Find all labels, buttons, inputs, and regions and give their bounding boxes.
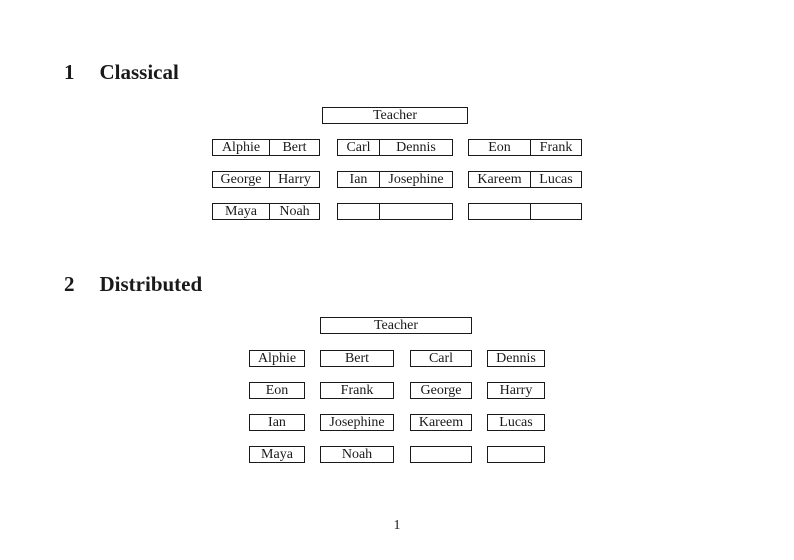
seat-cell: Maya bbox=[261, 447, 293, 462]
seat-cell: Eon bbox=[265, 383, 289, 398]
seat-cell: Noah bbox=[279, 204, 310, 219]
seat-cell bbox=[380, 204, 452, 219]
seat-cell bbox=[411, 447, 471, 462]
seat-cell: Alphie bbox=[257, 351, 297, 366]
seat-cell: Ian bbox=[268, 415, 286, 430]
double-desk: George Harry bbox=[212, 171, 320, 188]
seat-cell: George bbox=[213, 172, 270, 187]
double-desk-empty bbox=[337, 203, 453, 220]
seat-cell: Carl bbox=[338, 140, 380, 155]
single-desk: Alphie bbox=[249, 350, 305, 367]
seat-cell: Lucas bbox=[539, 172, 573, 187]
single-desk: Dennis bbox=[487, 350, 545, 367]
seat-cell: Carl bbox=[428, 351, 454, 366]
seat-cell bbox=[469, 204, 531, 219]
seat-cell: Bert bbox=[344, 351, 370, 366]
double-desk: Kareem Lucas bbox=[468, 171, 582, 188]
seat-cell bbox=[488, 447, 544, 462]
seat-cell: Noah bbox=[341, 447, 373, 462]
seat-cell: Bert bbox=[282, 140, 307, 155]
single-desk: Kareem bbox=[410, 414, 472, 431]
teacher-box: Teacher bbox=[320, 317, 472, 334]
section-title: Distributed bbox=[99, 272, 203, 296]
single-desk: Josephine bbox=[320, 414, 394, 431]
seat-cell: Kareem bbox=[418, 415, 464, 430]
double-desk: Ian Josephine bbox=[337, 171, 453, 188]
section-heading-distributed: 2 Distributed bbox=[64, 274, 202, 295]
seat-cell bbox=[338, 204, 380, 219]
seat-cell bbox=[531, 204, 581, 219]
page-number: 1 bbox=[393, 518, 401, 533]
section-heading-classical: 1 Classical bbox=[64, 62, 179, 83]
double-desk-empty bbox=[468, 203, 582, 220]
single-desk: Frank bbox=[320, 382, 394, 399]
single-desk: Harry bbox=[487, 382, 545, 399]
seat-cell: Frank bbox=[340, 383, 374, 398]
section-number: 2 bbox=[64, 272, 75, 296]
single-desk: Bert bbox=[320, 350, 394, 367]
seat-cell: Frank bbox=[539, 140, 573, 155]
seat-cell: Maya bbox=[213, 204, 270, 219]
seat-cell: Kareem bbox=[469, 172, 531, 187]
double-desk: Maya Noah bbox=[212, 203, 320, 220]
seat-cell: Harry bbox=[499, 383, 533, 398]
seat-cell: Josephine bbox=[329, 415, 385, 430]
seat-cell: Josephine bbox=[388, 172, 444, 187]
single-desk: Carl bbox=[410, 350, 472, 367]
seat-cell: Harry bbox=[278, 172, 311, 187]
single-desk: Ian bbox=[249, 414, 305, 431]
seat-cell: Ian bbox=[338, 172, 380, 187]
seat-cell: Lucas bbox=[499, 415, 533, 430]
double-desk: Eon Frank bbox=[468, 139, 582, 156]
double-desk: Carl Dennis bbox=[337, 139, 453, 156]
single-desk-empty bbox=[487, 446, 545, 463]
double-desk: Alphie Bert bbox=[212, 139, 320, 156]
single-desk: Maya bbox=[249, 446, 305, 463]
single-desk: George bbox=[410, 382, 472, 399]
seat-cell: Dennis bbox=[396, 140, 436, 155]
section-number: 1 bbox=[64, 60, 75, 84]
seat-cell: Dennis bbox=[496, 351, 536, 366]
seat-cell: Eon bbox=[469, 140, 531, 155]
single-desk: Lucas bbox=[487, 414, 545, 431]
single-desk: Noah bbox=[320, 446, 394, 463]
seat-cell: Alphie bbox=[213, 140, 270, 155]
seat-cell: George bbox=[420, 383, 462, 398]
teacher-box: Teacher bbox=[322, 107, 468, 124]
section-title: Classical bbox=[99, 60, 179, 84]
single-desk: Eon bbox=[249, 382, 305, 399]
single-desk-empty bbox=[410, 446, 472, 463]
